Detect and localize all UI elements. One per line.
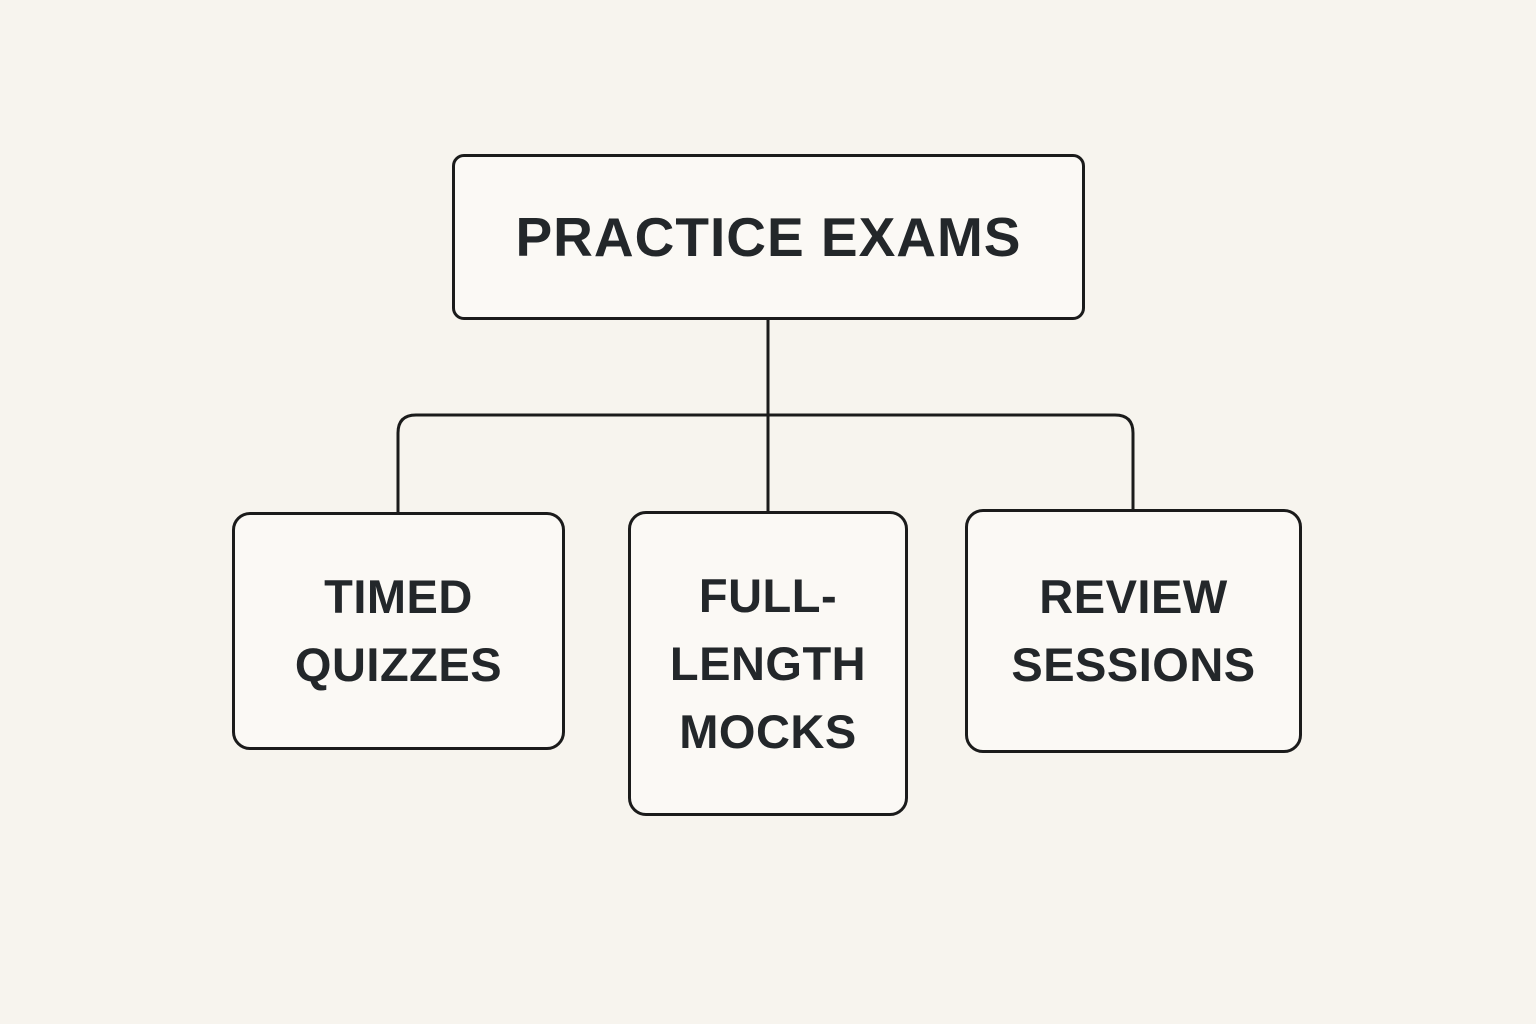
node-full-length-mocks: FULL- LENGTH MOCKS	[628, 511, 908, 816]
node-label-line: FULL-	[698, 568, 838, 622]
node-label: PRACTICE EXAMS	[515, 206, 1022, 268]
node-label-line: MOCKS	[679, 704, 857, 758]
node-review-sessions: REVIEW SESSIONS	[965, 509, 1302, 753]
node-label-line: LENGTH	[669, 636, 867, 690]
connector-rail-left	[396, 413, 768, 512]
node-label-line: QUIZZES	[294, 638, 503, 691]
node-practice-exams: PRACTICE EXAMS	[452, 154, 1085, 320]
node-timed-quizzes: TIMED QUIZZES	[232, 512, 565, 750]
node-label-line: SESSIONS	[1011, 638, 1256, 691]
connector-rail-right	[768, 413, 1135, 509]
node-label-line: TIMED	[324, 570, 473, 623]
node-label-line: REVIEW	[1039, 570, 1228, 623]
